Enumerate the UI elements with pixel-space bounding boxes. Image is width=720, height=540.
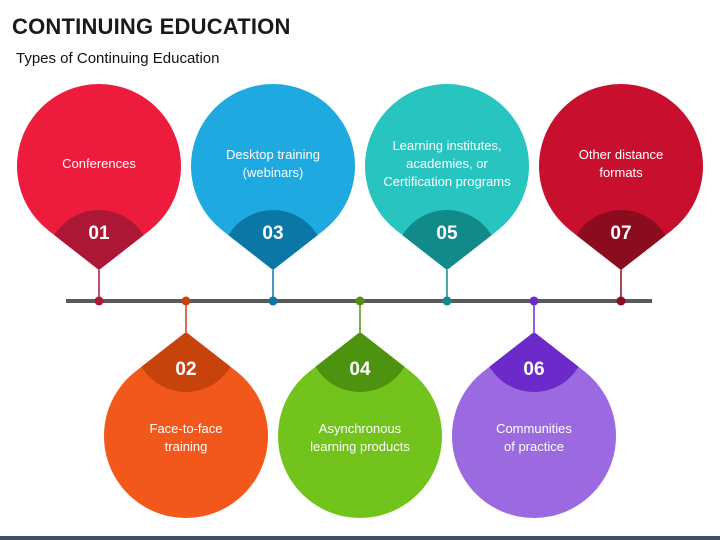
step-number-05: 05 bbox=[436, 223, 458, 244]
bottom-bar bbox=[0, 536, 720, 540]
timeline-dot-05 bbox=[442, 296, 452, 306]
step-label-07-line-2: formats bbox=[599, 165, 643, 180]
pin-accent-04 bbox=[308, 332, 412, 392]
step-number-01: 01 bbox=[88, 223, 110, 244]
pin-shape-03 bbox=[191, 83, 355, 270]
step-label-05-line-2: academies, or bbox=[406, 156, 488, 171]
timeline-dot-06 bbox=[529, 296, 539, 306]
pin-shape-07 bbox=[539, 83, 703, 271]
page-title: CONTINUING EDUCATION bbox=[12, 14, 291, 39]
pin-shape-01 bbox=[16, 83, 181, 270]
timeline-dot-04 bbox=[355, 296, 365, 306]
step-label-01-line-1: Conferences bbox=[62, 156, 136, 171]
pin-accent-06 bbox=[482, 332, 586, 392]
timeline-dot-02 bbox=[181, 296, 191, 306]
pin-accent-07 bbox=[569, 210, 673, 271]
step-label-04-line-2: learning products bbox=[310, 439, 410, 454]
step-label-03-line-1: Desktop training bbox=[226, 147, 320, 162]
step-label-06-line-1: Communities bbox=[496, 421, 572, 436]
step-number-06: 06 bbox=[523, 359, 544, 380]
timeline-dot-03 bbox=[268, 296, 278, 306]
pin-accent-05 bbox=[395, 210, 499, 271]
step-label-02-line-2: training bbox=[165, 439, 208, 454]
step-label-07-line-1: Other distance bbox=[579, 147, 664, 162]
step-label-05-line-1: Learning institutes, bbox=[392, 138, 501, 153]
step-label-06-line-2: of practice bbox=[504, 439, 564, 454]
step-number-02: 02 bbox=[175, 359, 196, 380]
pin-shape-05 bbox=[365, 83, 529, 271]
step-number-03: 03 bbox=[262, 223, 283, 244]
pin-shape-02 bbox=[104, 332, 268, 518]
pin-accent-01 bbox=[47, 210, 151, 270]
step-number-07: 07 bbox=[610, 223, 631, 244]
pin-item-01: 01 Conferences bbox=[16, 83, 181, 306]
page-subtitle: Types of Continuing Education bbox=[16, 50, 220, 67]
pin-item-05: 05 Learning institutes, academies, or Certi… bbox=[365, 83, 529, 306]
step-label-04-line-1: Asynchronous bbox=[319, 421, 402, 436]
step-number-04: 04 bbox=[349, 359, 371, 380]
pin-shape-06 bbox=[451, 332, 616, 518]
step-label-02-line-1: Face-to-face bbox=[150, 421, 223, 436]
pin-item-03: 03 Desktop training (webinars) bbox=[191, 83, 355, 306]
timeline-dot-07 bbox=[616, 296, 626, 306]
pin-accent-02 bbox=[134, 332, 238, 392]
pin-shape-04 bbox=[277, 332, 442, 518]
step-label-03-line-2: (webinars) bbox=[243, 165, 304, 180]
step-label-05-line-3: Certification programs bbox=[383, 174, 511, 189]
pin-item-07: 07 Other distance formats bbox=[539, 83, 703, 306]
timeline-dot-01 bbox=[94, 296, 104, 306]
pin-accent-03 bbox=[221, 210, 325, 270]
